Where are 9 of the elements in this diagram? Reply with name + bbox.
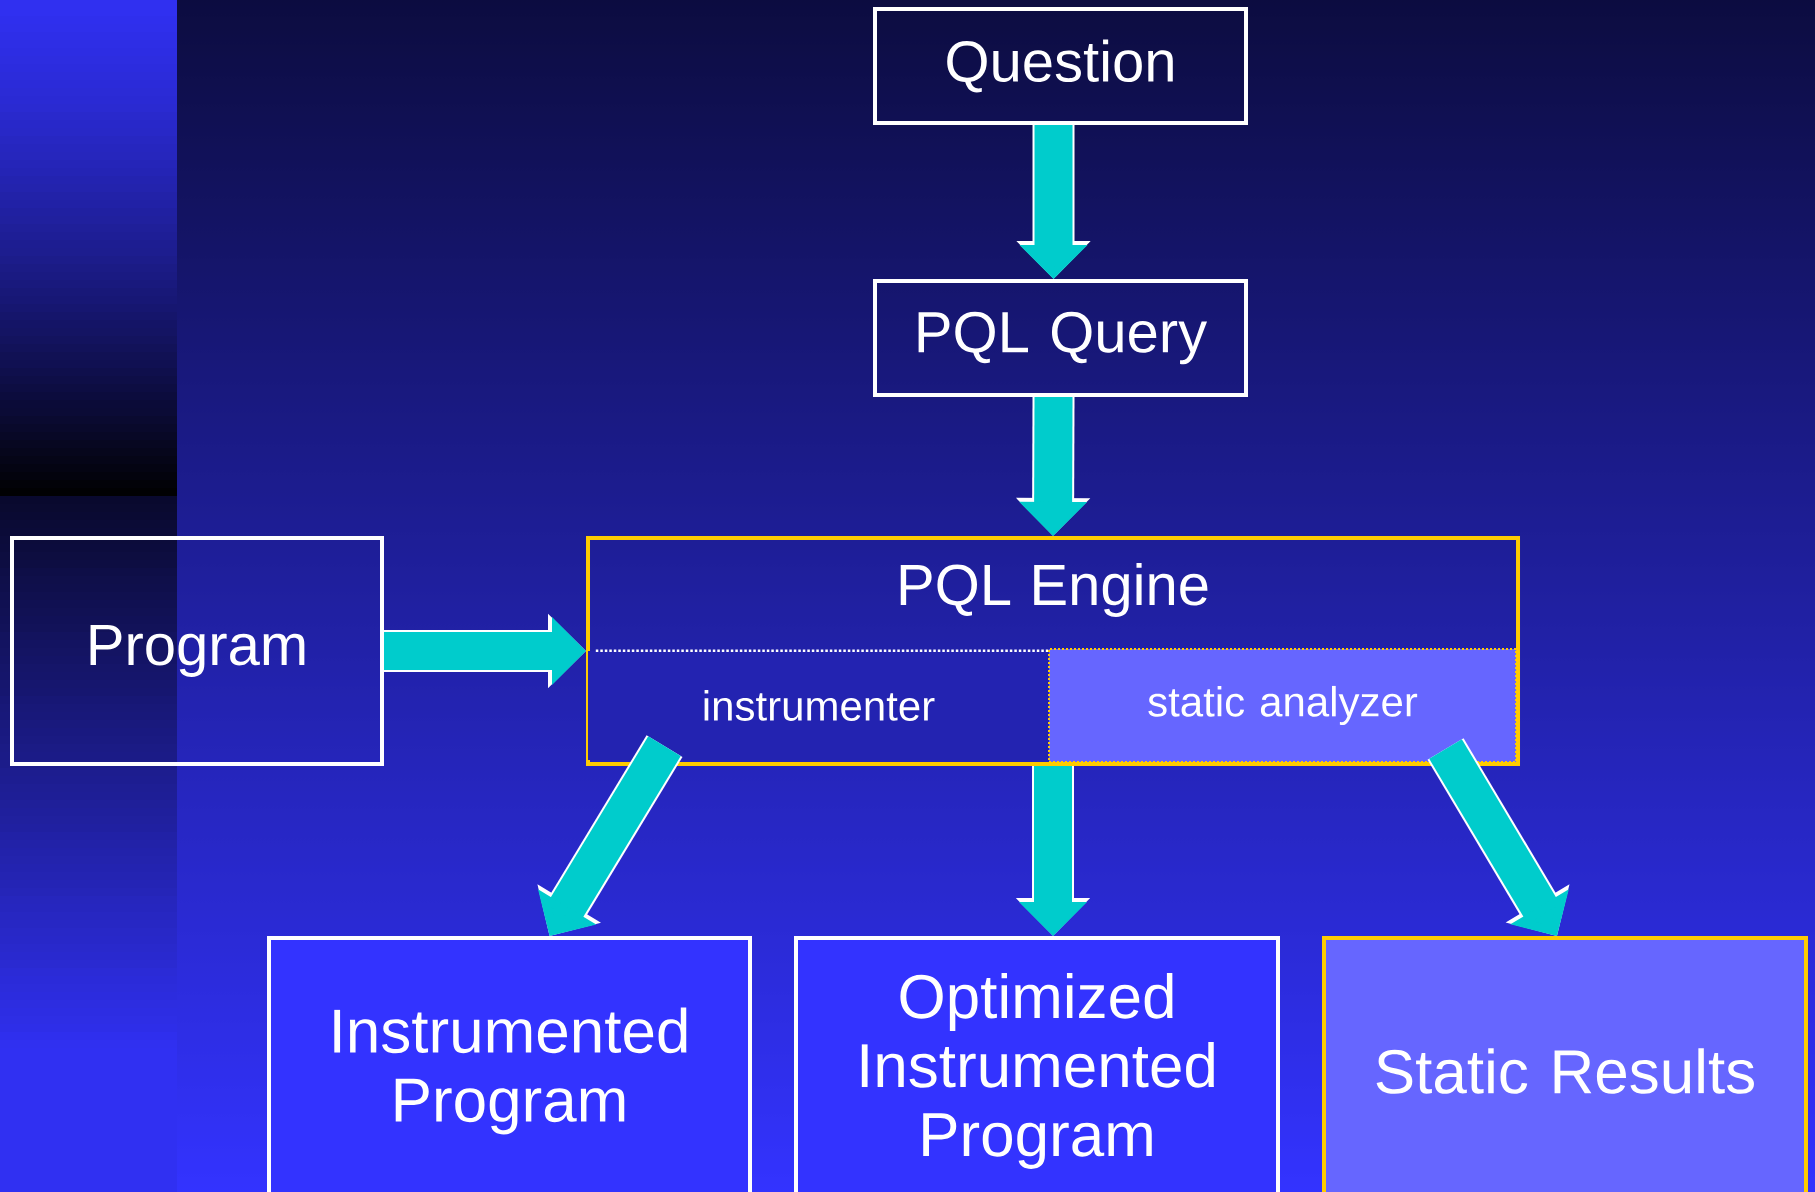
output-box: Optimized Instrumented Program	[794, 936, 1280, 1192]
query-box: PQL Query	[873, 279, 1248, 397]
sub-panel: static analyzer	[1048, 648, 1517, 763]
node-label: instrumenter	[704, 690, 935, 721]
program-box: Program	[10, 536, 384, 766]
sub-panel: instrumenter	[588, 649, 1050, 760]
question-box: Question	[873, 7, 1248, 125]
output-box: Instrumented Program	[267, 936, 752, 1192]
output-box: Static Results	[1322, 936, 1808, 1192]
